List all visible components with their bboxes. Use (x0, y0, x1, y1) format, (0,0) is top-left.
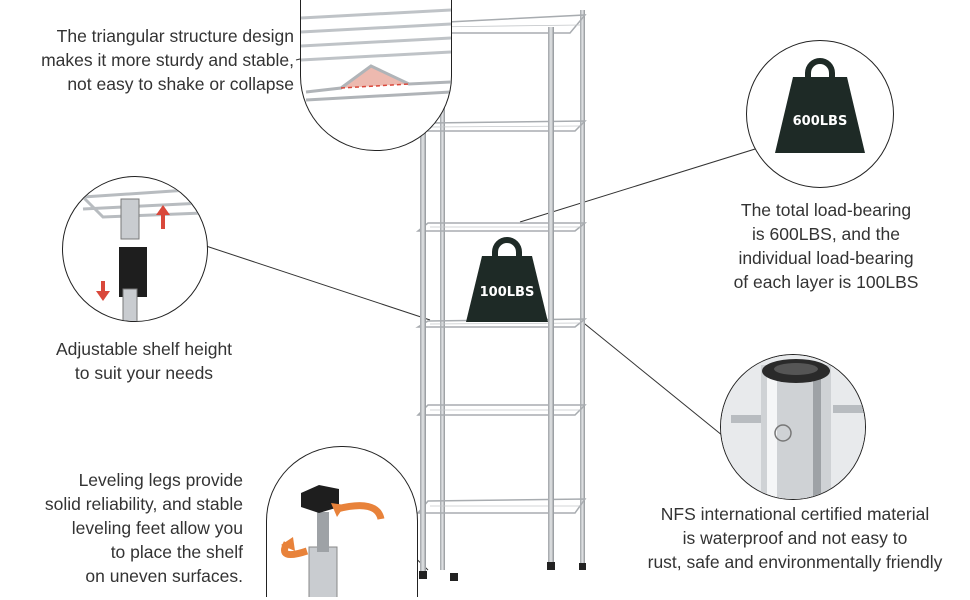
material-detail-circle (720, 354, 866, 500)
triangle-caption: The triangular structure design makes it… (41, 26, 294, 94)
adjustable-detail-circle (62, 176, 208, 322)
adjustable-caption: Adjustable shelf height to suit your nee… (55, 339, 233, 383)
leveling-detail-circle (266, 446, 418, 597)
weight-100lbs-label: 100LBS (480, 285, 535, 300)
load-caption: The total load-bearing is 600LBS, and th… (733, 200, 919, 292)
weight-600lbs-label: 600LBS (793, 114, 848, 129)
triangle-detail-circle (300, 0, 452, 151)
material-caption: NFS international certified material is … (647, 504, 943, 572)
weight-100lbs-icon: 100LBS (466, 237, 548, 322)
leveling-caption: Leveling legs provide solid reliability,… (44, 470, 243, 586)
shelf-unit (415, 10, 588, 581)
load-capacity-circle: 600LBS (746, 40, 894, 188)
